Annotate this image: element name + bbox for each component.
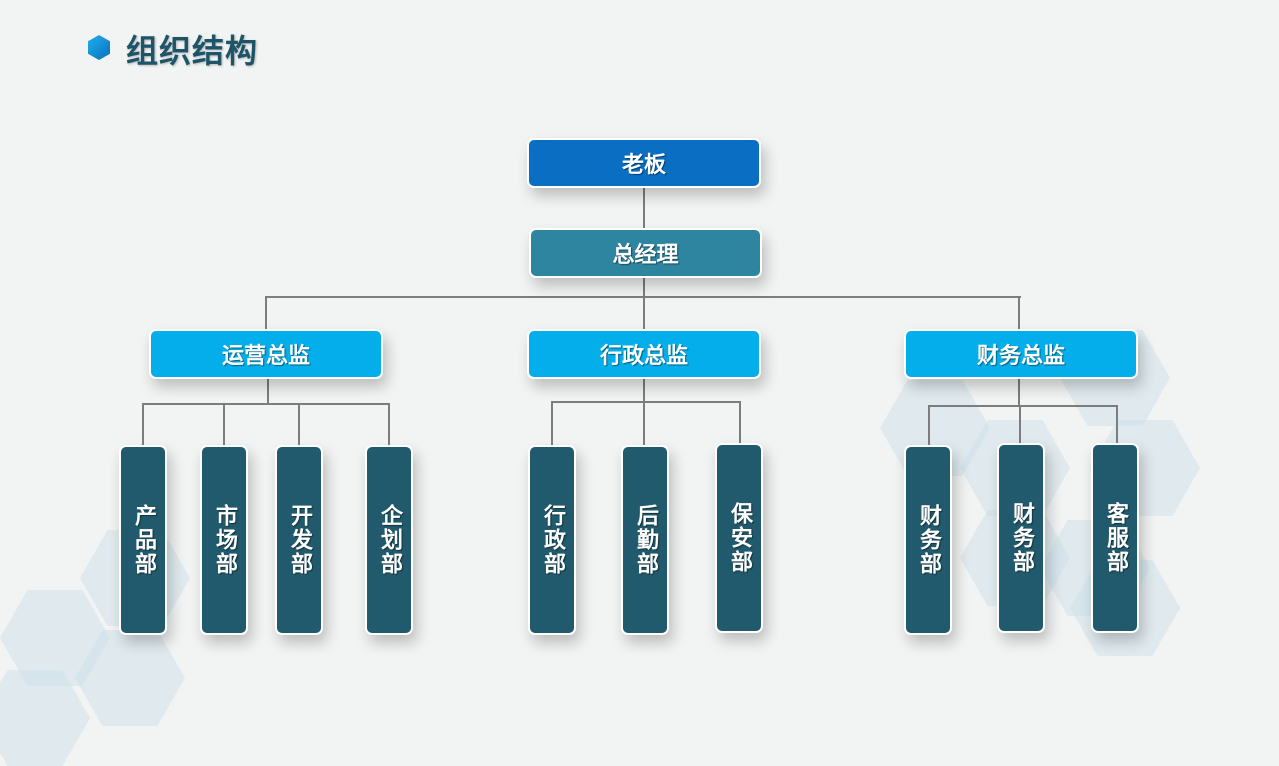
node-label: 财务部 — [916, 504, 941, 576]
hexagon-icon — [88, 35, 110, 60]
node-label: 老板 — [621, 153, 666, 178]
node-boss[interactable]: 老板 — [527, 138, 761, 188]
node-label: 总经理 — [612, 243, 679, 268]
node-label: 后勤部 — [633, 504, 658, 576]
node-marketing-dept[interactable]: 市场部 — [200, 445, 248, 635]
node-label: 运营总监 — [221, 344, 310, 369]
node-operations-director[interactable]: 运营总监 — [149, 329, 383, 379]
page-title: 组织结构 — [126, 32, 259, 70]
node-product-dept[interactable]: 产品部 — [119, 445, 167, 635]
node-label: 行政总监 — [599, 344, 688, 369]
node-finance-dept-1[interactable]: 财务部 — [904, 445, 952, 635]
node-admin-dept[interactable]: 行政部 — [528, 445, 576, 635]
node-logistics-dept[interactable]: 后勤部 — [621, 445, 669, 635]
node-label: 客服部 — [1103, 502, 1128, 574]
node-label: 开发部 — [287, 504, 312, 576]
node-label: 财务总监 — [976, 344, 1065, 369]
node-customer-service-dept[interactable]: 客服部 — [1091, 443, 1139, 633]
node-planning-dept[interactable]: 企划部 — [365, 445, 413, 635]
node-label: 财务部 — [1009, 502, 1034, 574]
node-label: 产品部 — [131, 504, 156, 576]
node-finance-dept-2[interactable]: 财务部 — [997, 443, 1045, 633]
node-label: 行政部 — [540, 504, 565, 576]
node-development-dept[interactable]: 开发部 — [275, 445, 323, 635]
node-label: 市场部 — [212, 504, 237, 576]
node-security-dept[interactable]: 保安部 — [715, 443, 763, 633]
node-admin-director[interactable]: 行政总监 — [527, 329, 761, 379]
node-finance-director[interactable]: 财务总监 — [904, 329, 1138, 379]
node-general-manager[interactable]: 总经理 — [529, 228, 762, 278]
node-label: 保安部 — [727, 502, 752, 574]
node-label: 企划部 — [377, 504, 402, 576]
